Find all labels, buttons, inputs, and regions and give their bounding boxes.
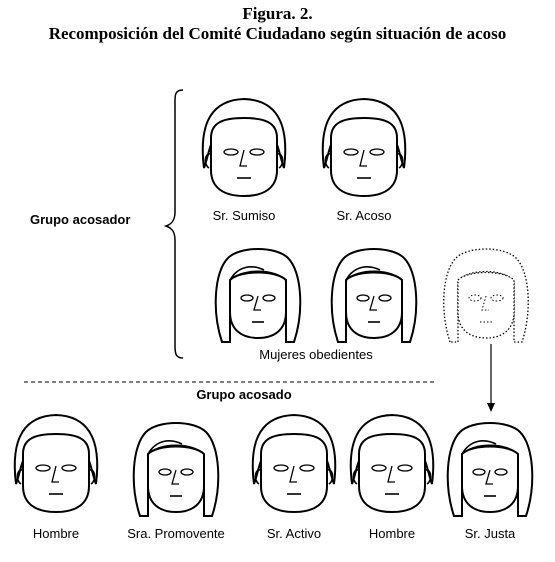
member-label-sra-promovente: Sra. Promovente [127,526,225,541]
face-sr-sumiso-icon [201,98,287,197]
obedient-women-label: Mujeres obedientes [259,347,373,362]
figure-subtitle: Recomposición del Comité Ciudadano según… [48,24,507,43]
face-hombre-2-icon [349,414,435,513]
member-label-hombre-2: Hombre [368,526,416,541]
face-obedient-woman-2-icon [330,248,418,343]
face-hombre-1-icon [13,414,99,513]
face-dotted-woman-icon [443,248,529,343]
face-sr-justa-icon [446,422,534,517]
member-label-sr-activo: Sr. Activo [266,526,322,541]
group-brace [163,89,184,359]
face-sr-activo-icon [251,414,337,513]
figure-title: Figura. 2. [242,4,313,23]
face-obedient-woman-1-icon [214,248,302,343]
face-sr-acoso-icon [321,98,407,197]
sr-acoso-label: Sr. Acoso [336,208,392,223]
face-sra-promovente-icon [132,422,220,517]
sr-sumiso-label: Sr. Sumiso [212,208,276,223]
member-label-sr-justa: Sr. Justa [464,526,516,541]
harassed-group-label: Grupo acosado [196,387,292,402]
member-label-hombre-1: Hombre [32,526,80,541]
harassing-group-label: Grupo acosador [30,212,131,227]
